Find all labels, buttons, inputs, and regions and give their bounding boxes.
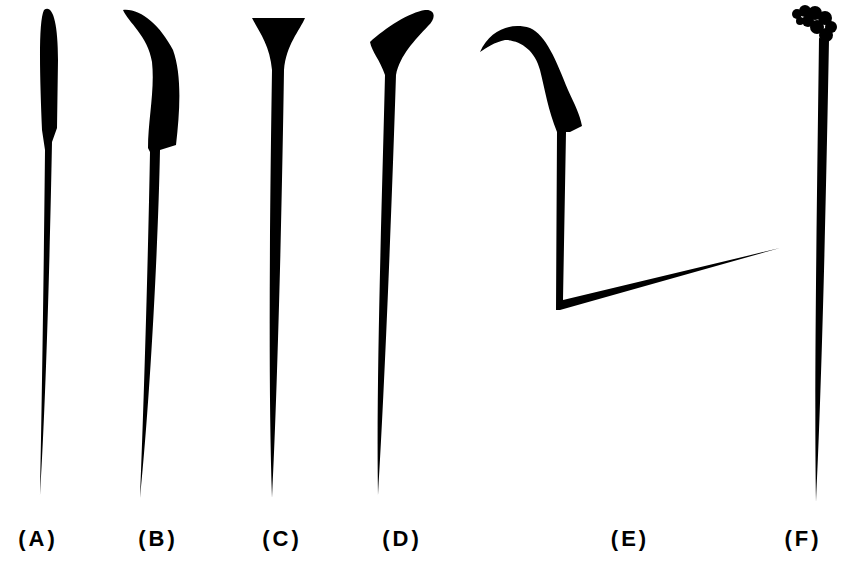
spine-e xyxy=(480,26,780,310)
panel-label: (F) xyxy=(784,526,821,552)
spine-c xyxy=(252,18,305,498)
spine-a xyxy=(40,9,58,495)
panel-label: (C) xyxy=(262,526,302,552)
spine-f xyxy=(792,5,837,502)
panel-label: (E) xyxy=(611,526,649,552)
spine-b xyxy=(123,10,179,498)
panel-label: (B) xyxy=(138,526,178,552)
spine-d xyxy=(370,10,434,495)
panel-label: (D) xyxy=(382,526,422,552)
panel-label: (A) xyxy=(18,526,58,552)
